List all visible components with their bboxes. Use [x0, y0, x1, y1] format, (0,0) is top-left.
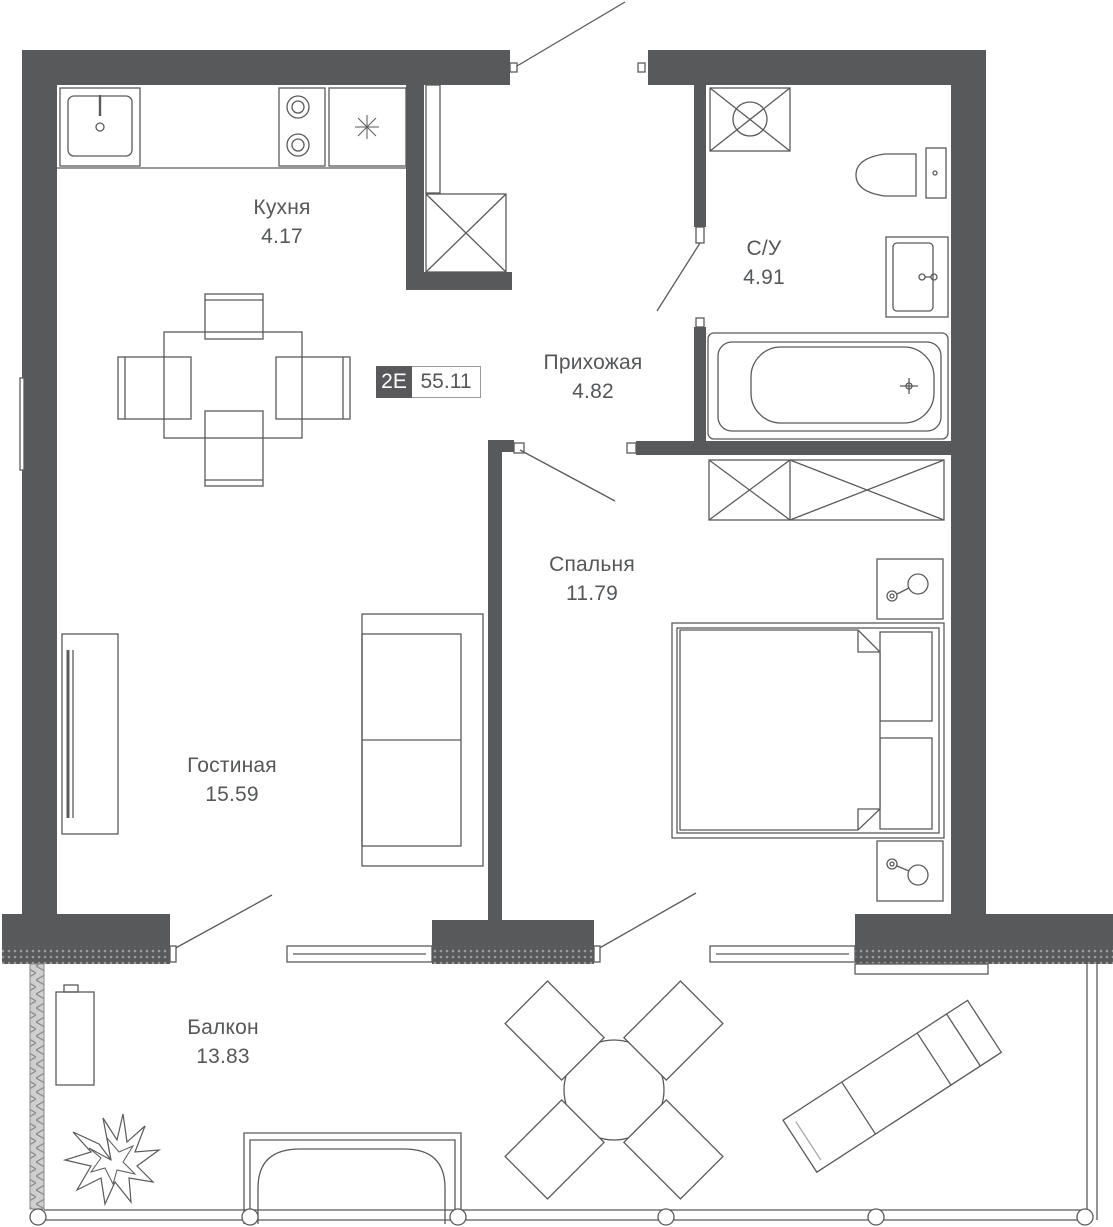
- plant: [62, 1113, 162, 1207]
- balcony-furniture: [29, 964, 1098, 1226]
- balcony-side-wall: [29, 963, 45, 1210]
- room-name: Кухня: [253, 196, 311, 219]
- room-area: 4.17: [261, 225, 303, 248]
- room-label-kitchen: Кухня 4.17: [232, 193, 332, 251]
- room-name: Спальня: [549, 553, 635, 576]
- kitchen-furniture: [57, 84, 507, 273]
- room-label-bedroom: Спальня 11.79: [532, 550, 652, 608]
- room-area: 4.91: [743, 266, 785, 289]
- room-label-bathroom: С/У 4.91: [714, 234, 814, 292]
- bathroom-fixtures: [707, 87, 949, 440]
- windows: [19, 377, 989, 975]
- room-area: 4.82: [572, 380, 614, 403]
- living-furniture: [61, 613, 484, 867]
- room-area: 15.59: [205, 783, 259, 806]
- dining-table: [117, 293, 351, 487]
- apartment-badge: 2E 55.11: [376, 366, 481, 398]
- apartment-total-area: 55.11: [412, 366, 481, 398]
- room-name: Прихожая: [543, 351, 643, 374]
- room-name: С/У: [746, 237, 782, 260]
- room-name: Балкон: [187, 1016, 259, 1039]
- room-name: Гостиная: [187, 754, 277, 777]
- room-label-living: Гостиная 15.59: [172, 751, 292, 809]
- bedroom-furniture: [671, 459, 945, 902]
- room-area: 11.79: [566, 582, 618, 605]
- apartment-code: 2E: [376, 366, 412, 398]
- walls: [22, 50, 986, 922]
- room-area: 13.83: [196, 1045, 250, 1068]
- room-label-balcony: Балкон 13.83: [168, 1013, 278, 1071]
- facade-wall: [2, 914, 1113, 964]
- doors: [171, 1, 705, 951]
- room-label-hallway: Прихожая 4.82: [523, 348, 663, 406]
